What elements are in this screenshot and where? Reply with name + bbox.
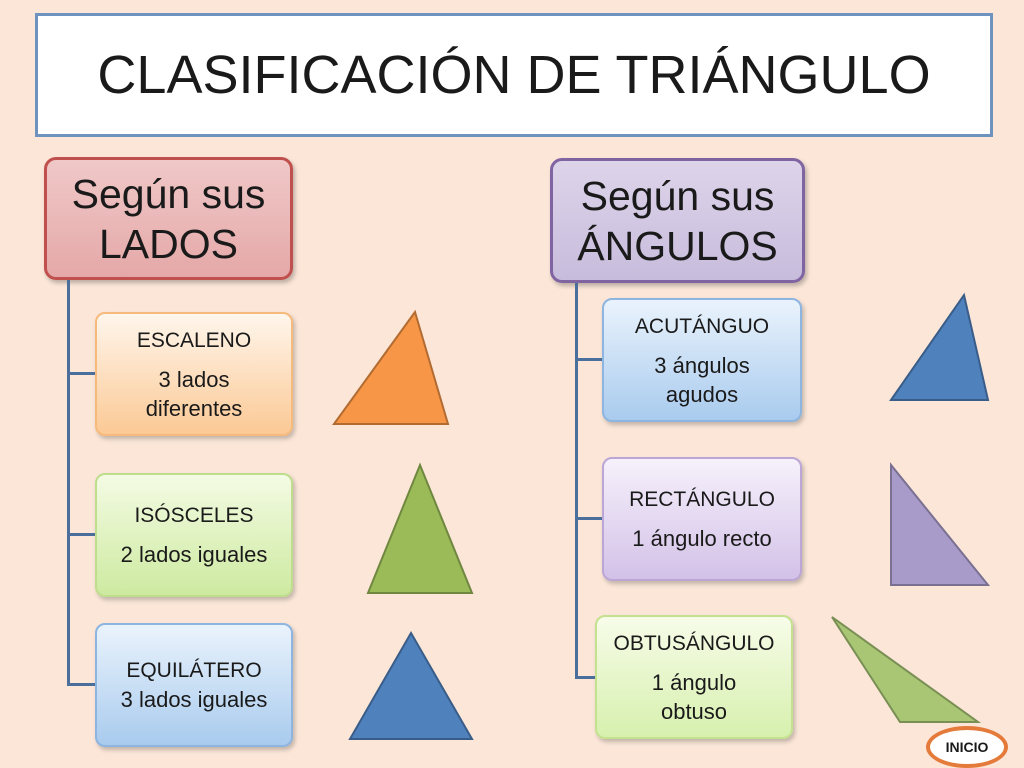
node-obtusangulo-line2: obtuso <box>660 698 728 724</box>
node-acutangulo-line2: agudos <box>665 381 739 407</box>
rectangulo-triangle <box>890 462 991 586</box>
node-acutangulo-line1: 3 ángulos <box>654 352 750 378</box>
node-isosceles-title: ISÓSCELES <box>134 504 254 527</box>
node-escaleno-title: ESCALENO <box>136 328 252 352</box>
connector-obtusangulo <box>575 676 597 679</box>
node-rectangulo-title: RECTÁNGULO <box>629 488 775 511</box>
isosceles-triangle <box>366 462 474 594</box>
node-rectangulo: RECTÁNGULO 1 ángulo recto <box>602 457 802 581</box>
node-escaleno-line1: 3 lados <box>158 366 230 392</box>
title-box: CLASIFICACIÓN DE TRIÁNGULO <box>35 13 993 137</box>
node-acutangulo-title: ACUTÁNGUO <box>634 314 770 338</box>
node-equilatero-title: EQUILÁTERO <box>126 659 262 682</box>
node-equilatero: EQUILÁTERO 3 lados iguales <box>95 623 293 747</box>
inicio-button[interactable]: INICIO <box>926 726 1008 768</box>
node-isosceles-line1: 2 lados iguales <box>120 542 268 567</box>
connector-isosceles <box>67 533 96 536</box>
connector-lados-vertical <box>67 280 70 685</box>
escaleno-triangle <box>332 309 450 425</box>
connector-equilatero <box>67 683 96 686</box>
connector-escaleno <box>67 372 96 375</box>
heading-angulos: Según sus ÁNGULOS <box>550 158 805 283</box>
node-escaleno-line2: diferentes <box>145 395 243 421</box>
connector-rectangulo <box>575 517 603 520</box>
equilatero-triangle <box>348 630 474 740</box>
node-isosceles: ISÓSCELES 2 lados iguales <box>95 473 293 597</box>
heading-lados-line2: LADOS <box>99 220 238 267</box>
node-rectangulo-line1: 1 ángulo recto <box>632 526 772 551</box>
node-obtusangulo-title: OBTUSÁNGULO <box>613 631 775 655</box>
heading-angulos-line2: ÁNGULOS <box>577 222 778 269</box>
connector-angulos-vertical <box>575 283 578 678</box>
heading-lados: Según sus LADOS <box>44 157 293 280</box>
node-equilatero-line1: 3 lados iguales <box>120 687 268 712</box>
acutangulo-triangle <box>889 292 990 401</box>
page-title: CLASIFICACIÓN DE TRIÁNGULO <box>97 45 931 105</box>
obtusangulo-triangle <box>831 616 982 723</box>
node-obtusangulo: OBTUSÁNGULO 1 ángulo obtuso <box>595 615 793 739</box>
heading-lados-line1: Según sus <box>71 170 266 217</box>
node-acutangulo: ACUTÁNGUO 3 ángulos agudos <box>602 298 802 422</box>
node-escaleno: ESCALENO 3 lados diferentes <box>95 312 293 436</box>
connector-acutangulo <box>575 358 603 361</box>
node-obtusangulo-line1: 1 ángulo <box>651 669 737 695</box>
heading-angulos-line1: Según sus <box>580 172 775 219</box>
